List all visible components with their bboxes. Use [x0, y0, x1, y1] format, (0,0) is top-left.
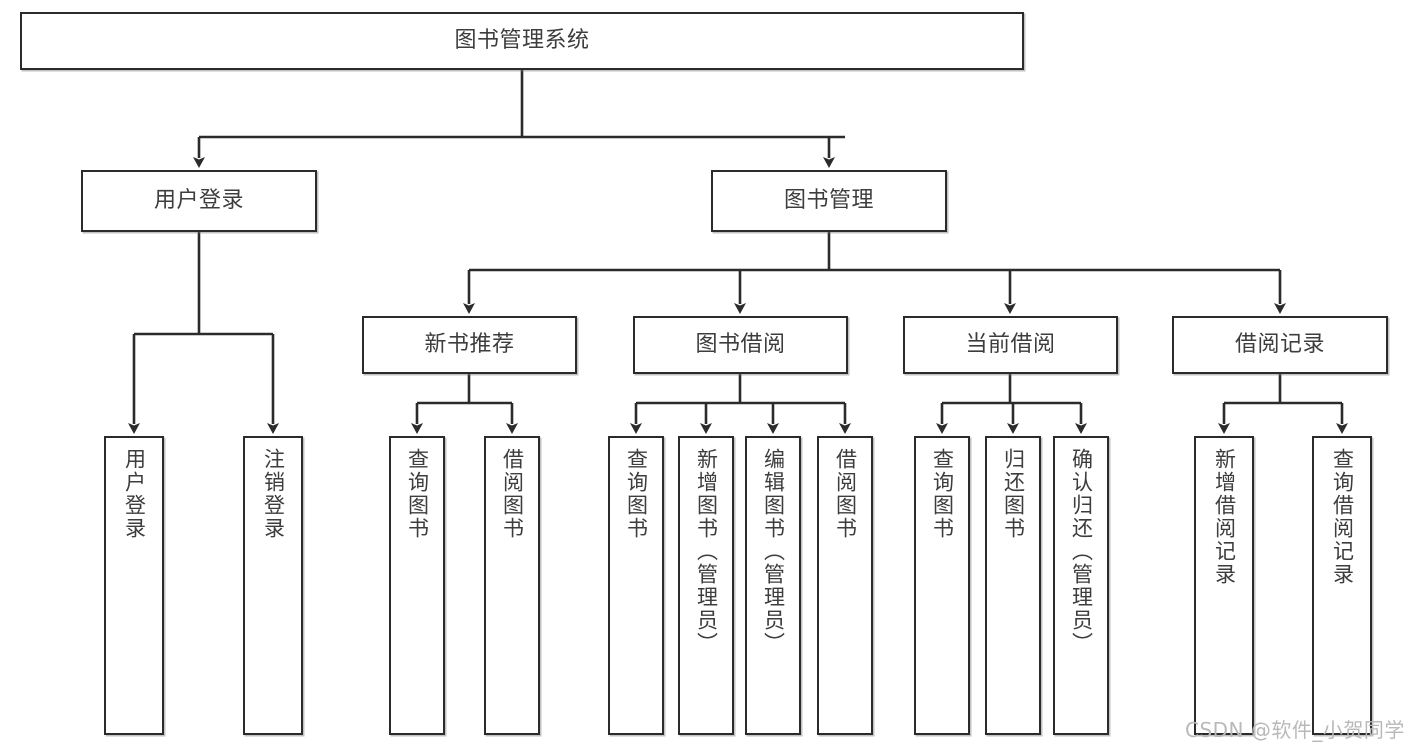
node-label: 新书推荐	[424, 332, 515, 358]
node-leaf-add-book-admin[interactable]: 新增图书（管理员）	[678, 436, 734, 735]
node-label: 查询借阅记录	[1330, 448, 1355, 586]
node-label: 图书管理	[783, 188, 874, 214]
node-root-system[interactable]: 图书管理系统	[20, 12, 1024, 70]
node-leaf-query-book-borrow[interactable]: 查询图书	[608, 436, 664, 735]
node-label: 编辑图书（管理员）	[761, 448, 786, 655]
node-leaf-user-login[interactable]: 用户登录	[104, 436, 164, 735]
node-leaf-borrow-book[interactable]: 借阅图书	[817, 436, 873, 735]
node-label: 当前借阅	[965, 332, 1056, 358]
node-label: 查询图书	[405, 448, 430, 540]
node-label: 查询图书	[624, 448, 649, 540]
node-user-login[interactable]: 用户登录	[81, 170, 317, 232]
node-leaf-user-logout[interactable]: 注销登录	[243, 436, 303, 735]
node-leaf-add-borrow-record[interactable]: 新增借阅记录	[1194, 436, 1254, 735]
node-leaf-edit-book-admin[interactable]: 编辑图书（管理员）	[745, 436, 801, 735]
node-current-borrow[interactable]: 当前借阅	[903, 316, 1118, 374]
node-label: 借阅图书	[500, 448, 525, 540]
node-label: 查询图书	[930, 448, 955, 540]
node-book-borrow[interactable]: 图书借阅	[633, 316, 848, 374]
node-label: 图书管理系统	[454, 28, 590, 54]
node-label: 用户登录	[153, 188, 244, 214]
node-leaf-borrow-book-rec[interactable]: 借阅图书	[484, 436, 540, 735]
node-leaf-query-book-rec[interactable]: 查询图书	[389, 436, 445, 735]
node-label: 图书借阅	[695, 332, 786, 358]
node-label: 新增图书（管理员）	[694, 448, 719, 655]
node-label: 用户登录	[122, 448, 147, 540]
node-label: 新增借阅记录	[1212, 448, 1237, 586]
node-label: 注销登录	[261, 448, 286, 540]
node-label: 确认归还（管理员）	[1069, 448, 1094, 655]
node-leaf-query-borrow-record[interactable]: 查询借阅记录	[1312, 436, 1372, 735]
node-leaf-confirm-return-admin[interactable]: 确认归还（管理员）	[1053, 436, 1109, 735]
node-book-management[interactable]: 图书管理	[711, 170, 947, 232]
node-label: 归还图书	[1001, 448, 1026, 540]
node-label: 借阅记录	[1234, 332, 1325, 358]
node-leaf-query-book-current[interactable]: 查询图书	[914, 436, 970, 735]
node-leaf-return-book[interactable]: 归还图书	[985, 436, 1041, 735]
node-borrow-record[interactable]: 借阅记录	[1172, 316, 1388, 374]
watermark-text: CSDN @软件_小贺同学	[1185, 718, 1405, 742]
node-label: 借阅图书	[833, 448, 858, 540]
node-new-book-recommend[interactable]: 新书推荐	[362, 316, 577, 374]
